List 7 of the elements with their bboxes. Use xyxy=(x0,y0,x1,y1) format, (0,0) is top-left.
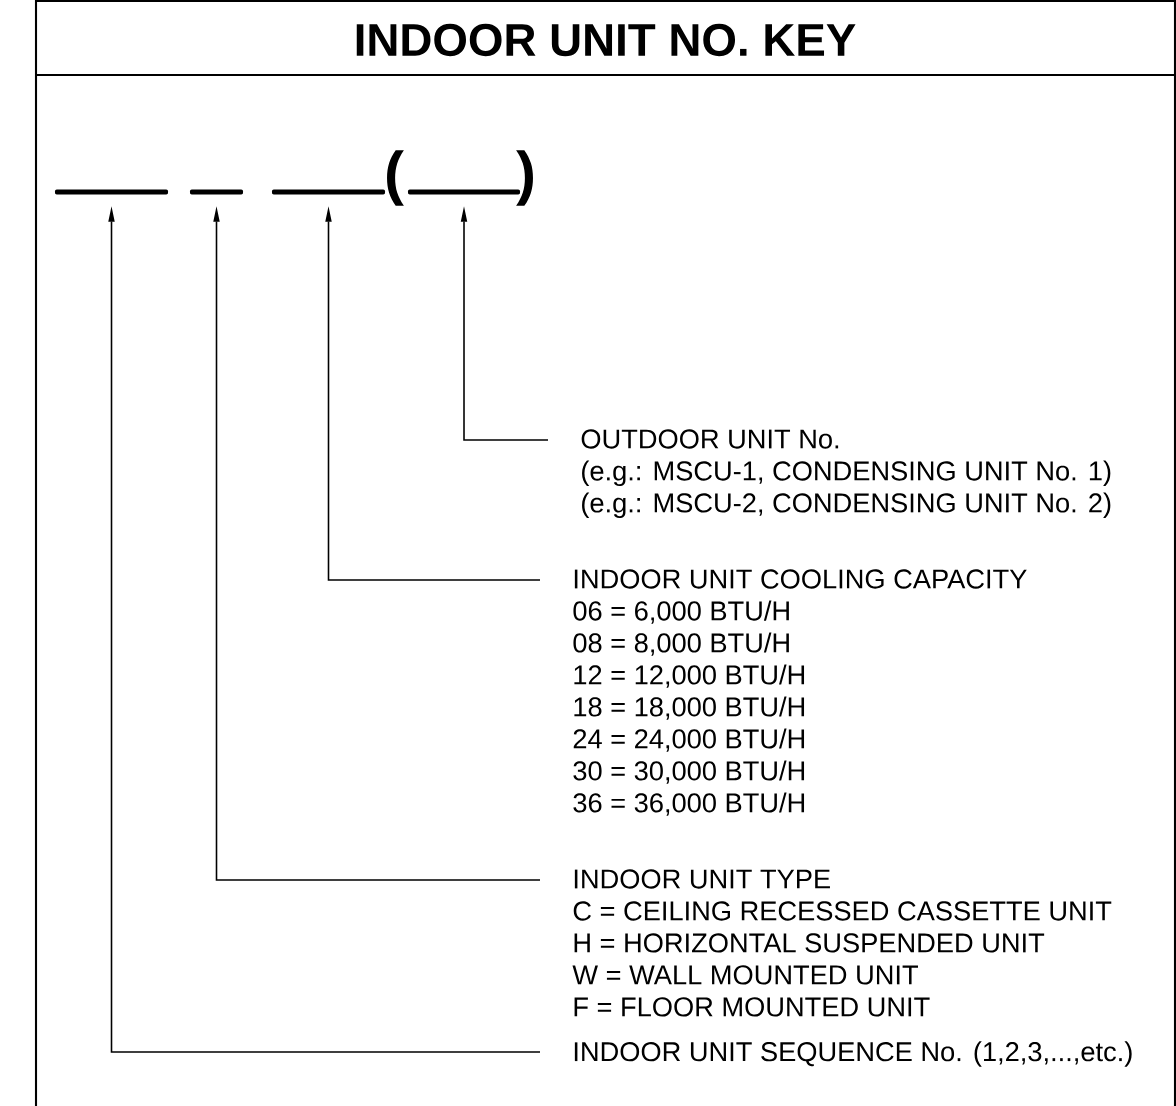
note-text: OUTDOOR UNIT No. (e.g.: MSCU-1, CONDENSING UNIT No. 1) (e.g.: MSCU-2, CONDENSING UNIT No. 2) xyxy=(581,429,1111,518)
note-text: INDOOR UNIT COOLING CAPACITY 06 = 6,000 BTU/H 08 = 8,000 BTU/H 12 = 12,000 BTU/H 18 = 18,000 BTU/H 24 = 24,000 BTU/H 30 = 30,000 BTU/H 36 = 36,000 BTU/H xyxy=(573,569,1027,816)
parenthesis: ( xyxy=(387,150,404,206)
note-text: INDOOR UNIT TYPE C = CEILING RECESSED CASSETTE UNIT H = HORIZONTAL SUSPENDED UNIT W = WALL MOUNTED UNIT F = FLOOR MOUNTED UNIT xyxy=(572,869,1112,1017)
note-text: INDOOR UNIT SEQUENCE No. (1,2,3,...,etc.) xyxy=(574,1041,1132,1067)
title-text: INDOOR UNIT NO. KEY xyxy=(356,23,856,57)
parenthesis: ) xyxy=(516,150,533,206)
